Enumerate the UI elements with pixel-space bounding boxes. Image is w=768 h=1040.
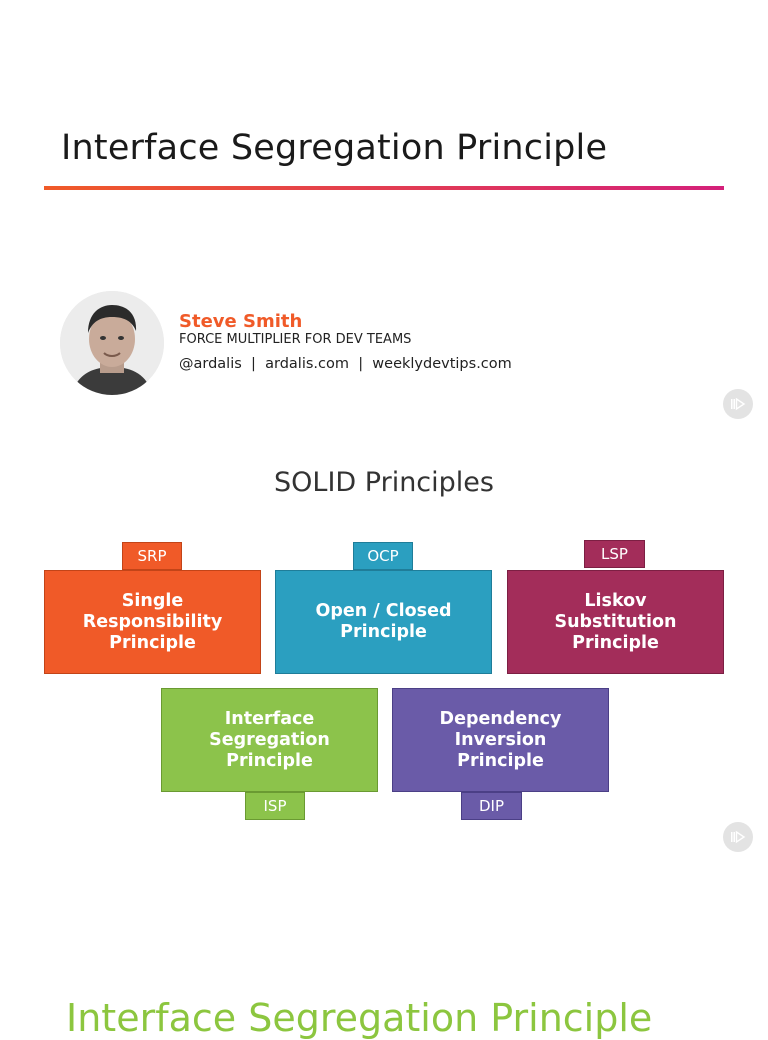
next-slide-title: Interface Segregation Principle — [66, 996, 653, 1040]
play-badge-icon[interactable] — [723, 389, 753, 419]
author-name: Steve Smith — [179, 311, 303, 332]
principle-label: Liskov Substitution Principle — [554, 590, 677, 653]
author-links: @ardalis | ardalis.com | weeklydevtips.c… — [179, 356, 512, 372]
principle-box-dip: Dependency Inversion Principle — [392, 688, 609, 792]
principle-tag-srp: SRP — [122, 542, 182, 570]
principle-label: Interface Segregation Principle — [209, 708, 330, 771]
author-tagline: FORCE MULTIPLIER FOR DEV TEAMS — [179, 332, 412, 347]
principle-box-srp: Single Responsibility Principle — [44, 570, 261, 674]
author-avatar — [60, 291, 164, 395]
principle-label: Single Responsibility Principle — [82, 590, 223, 653]
author-photo — [60, 291, 164, 395]
title-divider — [44, 186, 724, 190]
principle-label: Dependency Inversion Principle — [439, 708, 562, 771]
principle-box-ocp: Open / Closed Principle — [275, 570, 492, 674]
play-badge-icon[interactable] — [723, 822, 753, 852]
principle-box-lsp: Liskov Substitution Principle — [507, 570, 724, 674]
principle-box-isp: Interface Segregation Principle — [161, 688, 378, 792]
solid-heading: SOLID Principles — [274, 467, 494, 498]
principle-tag-lsp: LSP — [584, 540, 645, 568]
principle-tag-dip: DIP — [461, 792, 522, 820]
principle-label: Open / Closed Principle — [315, 601, 452, 642]
principle-tag-ocp: OCP — [353, 542, 413, 570]
page-title: Interface Segregation Principle — [61, 128, 608, 168]
principle-tag-isp: ISP — [245, 792, 305, 820]
